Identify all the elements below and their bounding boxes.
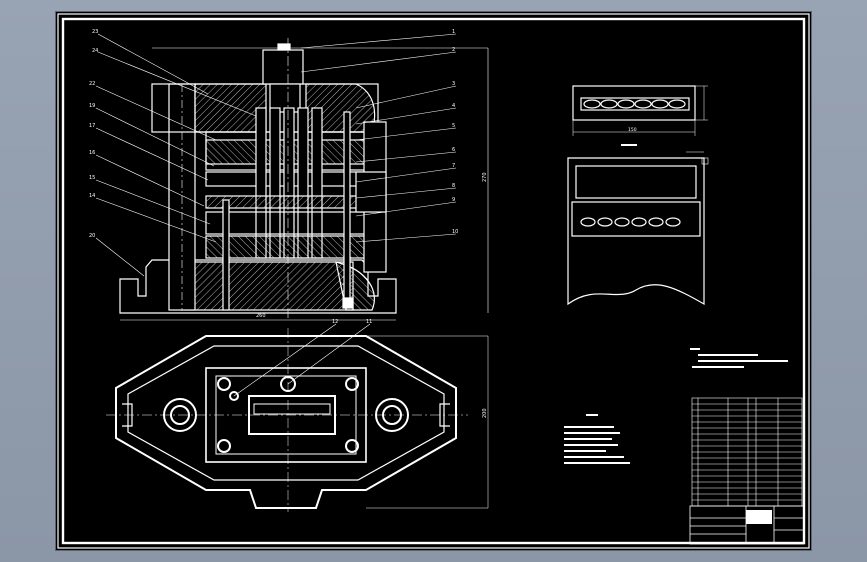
strip-layout bbox=[572, 85, 708, 136]
balloon-label: 4 bbox=[452, 103, 455, 109]
balloon-label: 1 bbox=[452, 29, 455, 35]
technical-notes bbox=[690, 348, 788, 368]
balloon-labels-right: 1 2 3 4 5 6 7 8 9 10 bbox=[452, 29, 458, 235]
drawing-sheet: 260 270 23 24 22 19 17 16 15 14 20 bbox=[55, 11, 812, 551]
plan-leaders bbox=[233, 323, 371, 397]
strip-width-dim: 150 bbox=[628, 127, 637, 133]
balloon-label: 3 bbox=[452, 81, 455, 87]
balloon-label: 5 bbox=[452, 123, 455, 129]
lower-die-shoe bbox=[180, 261, 354, 311]
balloon-label: 7 bbox=[452, 163, 455, 169]
leader-lines-right bbox=[300, 33, 457, 243]
front-width-dim: 260 bbox=[256, 313, 266, 319]
drawing-canvas: 260 270 23 24 22 19 17 16 15 14 20 bbox=[57, 13, 810, 549]
balloon-label: 20 bbox=[89, 233, 95, 239]
balloon-label: 11 bbox=[366, 319, 372, 325]
balloon-label: 9 bbox=[452, 197, 455, 203]
balloon-labels-left: 23 24 22 19 17 16 15 14 20 bbox=[89, 29, 98, 239]
leader-lines-left bbox=[95, 33, 257, 277]
balloon-label: 24 bbox=[92, 48, 98, 54]
title-block bbox=[689, 505, 805, 545]
balloon-label: 22 bbox=[89, 81, 95, 87]
front-section-view bbox=[119, 38, 489, 321]
balloon-label: 23 bbox=[92, 29, 98, 35]
balloon-label: 12 bbox=[332, 319, 338, 325]
die-shank bbox=[262, 49, 304, 85]
balloon-label: 19 bbox=[89, 103, 95, 109]
front-height-dim: 270 bbox=[482, 172, 488, 182]
balloon-label: 6 bbox=[452, 147, 455, 153]
balloon-label: 10 bbox=[452, 229, 458, 235]
balloon-label: 17 bbox=[89, 123, 95, 129]
balloon-label: 2 bbox=[452, 47, 455, 53]
balloon-label: 15 bbox=[89, 175, 95, 181]
outer-border bbox=[57, 13, 810, 549]
plan-height-dim: 200 bbox=[482, 408, 488, 418]
plan-view bbox=[106, 328, 489, 512]
strip-caption bbox=[621, 144, 637, 146]
lower-die-seat bbox=[119, 259, 397, 314]
parts-list-table bbox=[691, 397, 803, 507]
balloon-label: 14 bbox=[89, 193, 95, 199]
part-drawing bbox=[567, 151, 709, 306]
centre-notes bbox=[564, 414, 630, 464]
inner-border bbox=[61, 17, 806, 545]
balloon-label: 8 bbox=[452, 183, 455, 189]
balloon-label: 16 bbox=[89, 150, 95, 156]
